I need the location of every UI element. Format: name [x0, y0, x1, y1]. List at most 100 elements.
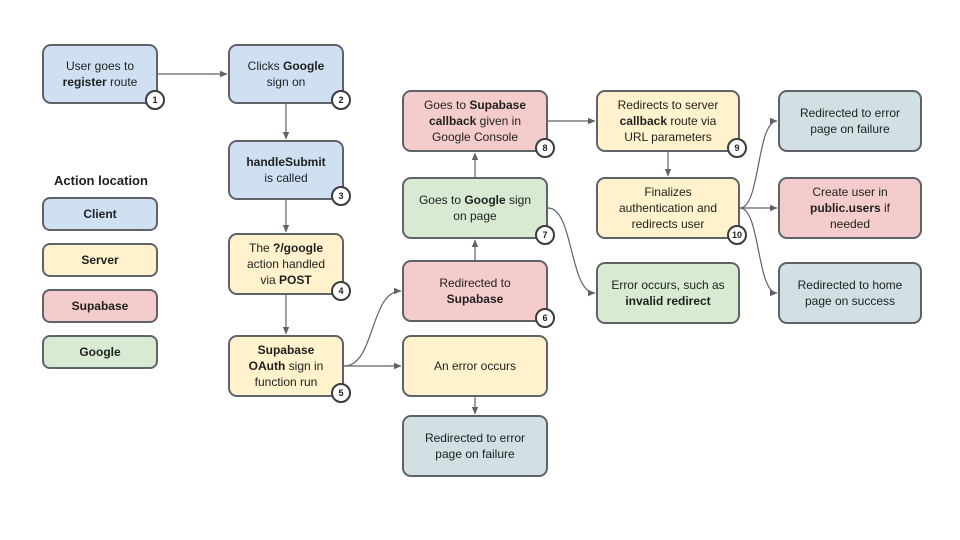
node-text-line: OAuth sign in	[249, 358, 324, 374]
error-occurs-node: An error occurs	[402, 335, 548, 397]
node-text: URL parameters	[624, 130, 712, 144]
node-text: redirects user	[631, 217, 705, 231]
node-text-line: Finalizes	[644, 184, 691, 200]
node-text-line: Redirected to error	[800, 105, 900, 121]
node-text-bold: public.users	[809, 201, 881, 215]
node-text-bold: handleSubmit	[246, 155, 326, 169]
node-text-line: page on failure	[435, 446, 514, 462]
node-text-bold: Supabase	[257, 343, 315, 357]
connector-n10-to-n_home	[739, 207, 778, 297]
node-text-bold: register	[62, 75, 107, 89]
node-text-line: callback route via	[620, 113, 717, 129]
node-text: on page	[453, 209, 497, 223]
node-text-line: Redirected to error	[425, 430, 525, 446]
node-text-bold: callback	[619, 114, 667, 128]
node-text: via	[260, 273, 279, 287]
node-text: Create user in	[812, 185, 888, 199]
node-text-line: invalid redirect	[625, 293, 710, 309]
node-text-bold: Google	[464, 193, 506, 207]
node-text: User goes to	[65, 59, 135, 73]
node-text: An error occurs	[433, 359, 517, 373]
node-text: action handled	[246, 257, 326, 271]
step-number-badge: 8	[535, 138, 555, 158]
node-text-bold: callback	[428, 114, 477, 128]
node-text-line: Create user in	[812, 184, 887, 200]
step-number-badge: 5	[331, 383, 351, 403]
node-text: Redirected to error	[799, 106, 901, 120]
node-text-line: Error occurs, such as	[611, 277, 724, 293]
node-text-line: Redirects to server	[618, 97, 719, 113]
node-text: Redirected to error	[424, 431, 526, 445]
node-text-line: Supabase	[447, 291, 504, 307]
node-text-bold: Supabase	[469, 98, 527, 112]
node-text-line: redirects user	[632, 216, 705, 232]
node-text-line: Goes to Google sign	[419, 192, 531, 208]
node-text: function run	[254, 375, 318, 389]
node-text: Redirects to server	[617, 98, 719, 112]
step-number-badge: 6	[535, 308, 555, 328]
step-number-badge: 2	[331, 90, 351, 110]
node-text: is called	[264, 171, 308, 185]
node-text-line: Goes to Supabase	[424, 97, 526, 113]
node-text: page on failure	[435, 447, 515, 461]
node-text-line: via POST	[260, 272, 311, 288]
node-text: if	[880, 201, 891, 215]
node-text: page on failure	[810, 122, 890, 136]
step-10-finalize-auth: Finalizes authentication and redirects use…	[596, 177, 740, 239]
node-text-line: callback given in	[429, 113, 521, 129]
node-text-line: register route	[63, 74, 138, 90]
node-text-line: An error occurs	[434, 358, 516, 374]
node-text-line: action handled	[247, 256, 325, 272]
node-text: sign on	[266, 75, 306, 89]
connector-n7-to-n_err_invalid	[547, 207, 596, 297]
node-text-line: page on success	[805, 293, 895, 309]
node-text-line: User goes to	[66, 58, 134, 74]
node-text-line: URL parameters	[624, 129, 712, 145]
node-text: Error occurs, such as	[611, 278, 725, 292]
connector-n10-to-n_err_redirect_right	[739, 117, 778, 209]
legend-item-client: Client	[42, 197, 158, 231]
node-text-line: is called	[264, 170, 307, 186]
node-text-line: authentication and	[619, 200, 717, 216]
step-number-badge: 7	[535, 225, 555, 245]
node-text-line: page on failure	[810, 121, 889, 137]
node-text-line: The ?/google	[249, 240, 323, 256]
node-text: route	[106, 75, 138, 89]
node-text-line: Supabase	[258, 342, 315, 358]
legend-item-google: Google	[42, 335, 158, 369]
node-text-line: Redirected to home	[798, 277, 903, 293]
step-3-handle-submit: handleSubmit is called	[228, 140, 344, 200]
node-text: Goes to	[418, 193, 465, 207]
step-number-badge: 10	[727, 225, 747, 245]
legend-item-server: Server	[42, 243, 158, 277]
error-redirect-node-left: Redirected to error page on failure	[402, 415, 548, 477]
step-number-badge: 4	[331, 281, 351, 301]
node-text-line: function run	[255, 374, 318, 390]
node-text-bold: OAuth	[248, 359, 286, 373]
node-text: sign	[505, 193, 532, 207]
step-number-badge: 1	[145, 90, 165, 110]
node-text-bold: Supabase	[446, 292, 504, 306]
node-text-line: Redirected to	[439, 275, 510, 291]
node-text: route via	[667, 114, 717, 128]
node-text-line: needed	[830, 216, 870, 232]
connector-n5-to-n6	[343, 287, 402, 367]
step-number-badge: 3	[331, 186, 351, 206]
node-text-line: public.users if	[810, 200, 890, 216]
node-text-bold: POST	[279, 273, 312, 287]
node-text-line: handleSubmit	[246, 154, 325, 170]
node-text-line: on page	[453, 208, 496, 224]
legend-item-supabase: Supabase	[42, 289, 158, 323]
node-text: Finalizes	[644, 185, 692, 199]
node-text: authentication and	[618, 201, 718, 215]
